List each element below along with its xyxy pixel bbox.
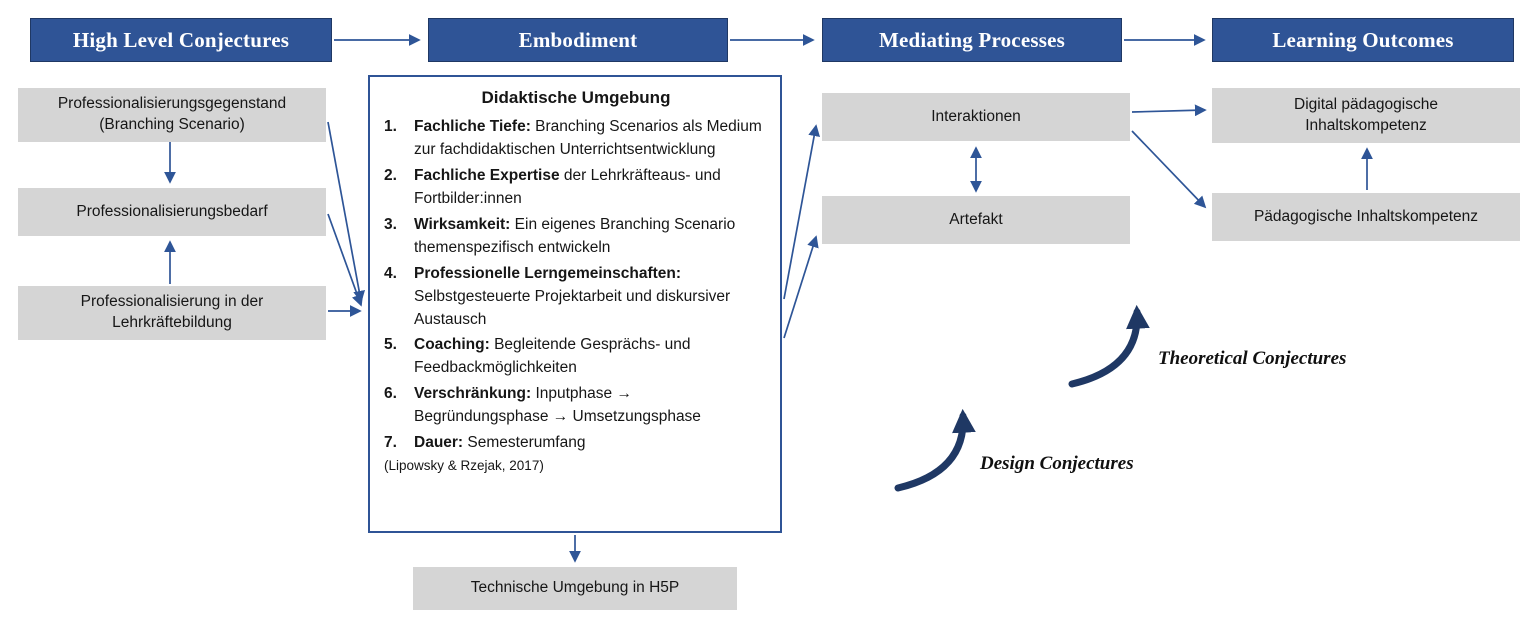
item-lead: Coaching: <box>414 336 490 354</box>
item-lead: Wirksamkeit: <box>414 215 511 233</box>
box-professionalisierungsgegenstand: Professionalisierungsgegenstand (Branchi… <box>18 88 326 142</box>
list-item: 4. Professionelle Lerngemeinschaften: Se… <box>384 263 768 332</box>
box-technische-umgebung-h5p: Technische Umgebung in H5P <box>413 567 737 610</box>
item-text: Fachliche Expertise der Lehrkräfteaus- u… <box>414 165 768 211</box>
list-item: 2. Fachliche Expertise der Lehrkräfteaus… <box>384 165 768 211</box>
label-design-conjectures: Design Conjectures <box>980 453 1134 474</box>
item-text: Wirksamkeit: Ein eigenes Branching Scena… <box>414 214 768 260</box>
item-text: Coaching: Begleitende Gesprächs- und Fee… <box>414 334 768 380</box>
item-rest: der Lehrkräfteaus- und Fortbilder:innen <box>414 166 721 207</box>
box-interaktionen: Interaktionen <box>822 93 1130 141</box>
theoretical-conjectures-curved-arrow <box>1068 304 1150 388</box>
list-item: 1. Fachliche Tiefe: Branching Scenarios … <box>384 116 768 162</box>
list-item: 7. Dauer: Semesterumfang <box>384 432 768 455</box>
header-embodiment: Embodiment <box>428 18 728 62</box>
item-text: Fachliche Tiefe: Branching Scenarios als… <box>414 116 768 162</box>
box-digital-paedagogische-inhaltskompetenz: Digital pädagogische Inhaltskompetenz <box>1212 88 1520 143</box>
item-rest: Selbstgesteuerte Projektarbeit und disku… <box>414 287 731 328</box>
box-professionalisierung-lehrkraeftebildung: Professionalisierung in der Lehrkräftebi… <box>18 286 326 340</box>
item-rest: Semesterumfang <box>463 434 586 452</box>
didaktische-umgebung-title: Didaktische Umgebung <box>481 88 671 107</box>
item-text: Dauer: Semesterumfang <box>414 432 585 455</box>
item-number: 6. <box>384 385 397 403</box>
item-lead: Dauer: <box>414 434 464 452</box>
item-lead: Fachliche Expertise <box>414 166 560 184</box>
item-number: 7. <box>384 434 397 452</box>
item-rest: Inputphase → Begründungsphase → Umsetzun… <box>414 385 701 426</box>
item-number: 4. <box>384 264 397 282</box>
citation: (Lipowsky & Rzejak, 2017) <box>384 458 544 474</box>
label-theoretical-conjectures: Theoretical Conjectures <box>1158 348 1347 369</box>
item-rest: Begleitende Gesprächs- und Feedbackmögli… <box>414 336 691 377</box>
item-text: Professionelle Lerngemeinschaften: Selbs… <box>414 263 768 332</box>
item-lead: Professionelle Lerngemeinschaften: <box>414 264 682 282</box>
box-artefakt: Artefakt <box>822 196 1130 244</box>
item-number: 5. <box>384 336 397 354</box>
header-high-level-conjectures: High Level Conjectures <box>30 18 332 62</box>
box-didaktische-umgebung: Didaktische Umgebung 1. Fachliche Tiefe:… <box>368 75 782 533</box>
item-number: 3. <box>384 215 397 233</box>
box-paedagogische-inhaltskompetenz: Pädagogische Inhaltskompetenz <box>1212 193 1520 241</box>
item-rest: Ein eigenes Branching Scenario themenspe… <box>414 215 736 256</box>
arrow-bedarf-to-didaktik <box>327 213 364 307</box>
item-rest: Branching Scenarios als Medium zur fachd… <box>414 118 762 158</box>
arrow-gegenstand-to-didaktik <box>327 121 366 303</box>
list-item: 6. Verschränkung: Inputphase → Begründun… <box>384 383 768 429</box>
item-lead: Verschränkung: <box>414 385 532 403</box>
arrow-didaktik-to-interaktionen <box>783 124 821 300</box>
item-lead: Fachliche Tiefe: <box>414 118 531 135</box>
box-professionalisierungsbedarf: Professionalisierungsbedarf <box>18 188 326 236</box>
header-learning-outcomes: Learning Outcomes <box>1212 18 1514 62</box>
list-item: 5. Coaching: Begleitende Gesprächs- und … <box>384 334 768 380</box>
design-conjectures-curved-arrow <box>894 408 976 492</box>
arrow-interaktionen-to-digital <box>1131 104 1207 117</box>
item-number: 2. <box>384 166 397 184</box>
list-item: 3. Wirksamkeit: Ein eigenes Branching Sc… <box>384 214 768 260</box>
header-mediating-processes: Mediating Processes <box>822 18 1122 62</box>
item-text: Verschränkung: Inputphase → Begründungsp… <box>414 383 768 429</box>
item-number: 1. <box>384 118 397 135</box>
arrow-didaktik-to-artefakt <box>783 235 819 339</box>
arrow-interaktionen-to-paedagogische <box>1131 130 1207 209</box>
